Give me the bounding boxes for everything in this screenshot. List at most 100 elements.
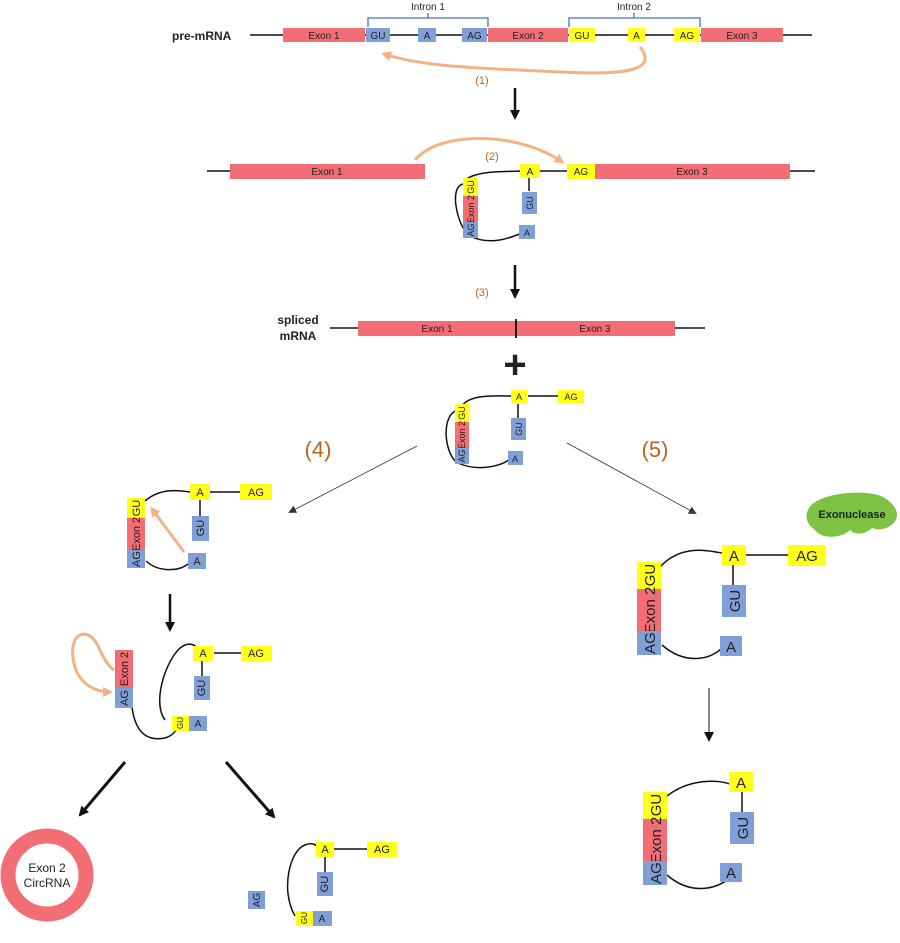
intron2-a: [628, 28, 645, 42]
pre-mrna-row: pre-mRNA Exon 1 GU A AG Exon 2 GU A AG E…: [172, 2, 812, 87]
step4-label: (4): [305, 437, 332, 462]
mrna-label: mRNA: [280, 329, 317, 343]
left1-gu-2-label: GU: [195, 520, 207, 537]
left1-gu-2: [192, 516, 209, 541]
released-a-top-label: A: [516, 392, 522, 402]
intron2-ag: [674, 28, 700, 42]
right2-gu-2: [730, 812, 754, 844]
right-lariat-2: GU Exon 2 AG A GU A: [643, 772, 754, 890]
right1-exon2: [637, 589, 661, 631]
released-gu: [455, 404, 469, 422]
residual-ag-end-label: AG: [374, 844, 390, 856]
lariat-gu: [463, 178, 478, 196]
intron1-gu-label: GU: [371, 31, 386, 42]
lariat-a-bottom: [519, 225, 535, 239]
right2-gu-label: GU: [648, 794, 665, 817]
right-lariat-1: GU Exon 2 AG A AG GU A: [637, 545, 826, 660]
residual-gu-2: [317, 872, 333, 896]
left1-a-top: [190, 484, 210, 500]
exon3-block: [701, 28, 783, 42]
exon1-label: Exon 1: [308, 31, 340, 42]
residual-gu-label: GU: [300, 912, 309, 924]
exon1-block-2: [230, 164, 425, 179]
right1-gu-2: [722, 585, 746, 617]
lariat-top-line: [464, 170, 521, 181]
left1-exon2-label: Exon 2: [131, 517, 143, 551]
released-exon2: [455, 422, 469, 448]
right1-ag: [637, 631, 661, 655]
left1-ag-label: AG: [131, 551, 143, 567]
residual-a-top-label: A: [321, 844, 329, 856]
left2-a-bottom: [189, 716, 207, 731]
exon2-label: Exon 2: [512, 31, 544, 42]
lariat-exon2: [463, 196, 478, 222]
intron1-ag: [462, 28, 487, 42]
right1-a-bottom: [720, 636, 742, 656]
lariat-intermediate: Exon 1 A AG Exon 3 GU Exon 2 AG GU A (2): [207, 137, 815, 242]
released-top-line: [461, 395, 512, 407]
right1-ag-end: [788, 545, 826, 566]
residual-ag: [248, 891, 265, 909]
plus-sign: +: [503, 343, 526, 387]
spliced-mrna-row: spliced mRNA Exon 1 Exon 3: [277, 313, 705, 343]
right1-a-top: [722, 545, 746, 565]
step1-label: (1): [475, 75, 488, 87]
intron2-gu-label: GU: [575, 31, 590, 42]
exon3-label: Exon 3: [726, 31, 758, 42]
residual-a-bottom: [313, 911, 332, 926]
left-lariat-1: GU Exon 2 AG A AG GU A: [127, 484, 272, 571]
step5-label: (5): [642, 437, 669, 462]
right2-a-top-label: A: [736, 775, 746, 792]
right2-gu-2-label: GU: [735, 817, 752, 840]
left2-gu-2-label: GU: [196, 680, 208, 697]
branch-arrow-right: [566, 442, 697, 514]
left2-gu-label: GU: [176, 717, 185, 729]
left1-ag: [127, 550, 145, 568]
intron2-gu: [569, 28, 595, 42]
exonuclease-group: Exonuclease: [806, 492, 897, 537]
left2-loop: [159, 643, 197, 721]
released-ag-label: AG: [457, 449, 467, 462]
left2-ag-label: AG: [119, 690, 131, 706]
exon3-label-2: Exon 3: [676, 167, 708, 178]
released-a-top: [511, 390, 527, 403]
ag-site-2-label: AG: [574, 167, 589, 178]
left1-top-line: [144, 489, 191, 502]
left1-a-bottom-label: A: [193, 556, 201, 568]
lariat-a-bottom-label: A: [524, 228, 530, 238]
intron1-label: Intron 1: [411, 2, 445, 13]
circrna-line1: Exon 2: [28, 861, 66, 875]
left1-a-bottom: [188, 553, 206, 569]
left2-a-bottom-label: A: [195, 719, 202, 730]
right2-exon2: [643, 819, 667, 861]
right1-gu-label: GU: [642, 564, 659, 587]
lariat-gu-2-label: GU: [525, 196, 535, 210]
released-gu-label: GU: [457, 406, 467, 420]
lariat-ag-label: AG: [466, 223, 476, 236]
step3-label: (3): [475, 287, 488, 299]
lariat-a-top-label: A: [527, 167, 534, 178]
lariat-ag: [463, 222, 478, 238]
intron1-a-label: A: [424, 31, 431, 42]
left1-ag-end: [240, 484, 272, 500]
intron1-gu: [366, 28, 390, 42]
right1-a-bottom-label: A: [726, 639, 736, 656]
released-gu-2: [511, 418, 526, 440]
residual-loop: [286, 843, 319, 917]
right1-bottom-line: [661, 644, 723, 660]
intron1-bracket: [367, 13, 489, 27]
spliced-exon1-label: Exon 1: [421, 324, 453, 335]
right1-ag-label: AG: [642, 632, 659, 654]
residual-gu-2-label: GU: [319, 876, 331, 893]
exon2-block: [488, 28, 568, 42]
intron2-a-label: A: [633, 31, 640, 42]
left2-exon2: [115, 650, 133, 688]
right2-ag: [643, 861, 667, 885]
step2-label: (2): [485, 151, 498, 163]
residual-ag-label: AG: [252, 893, 263, 908]
exonuclease-shape: [806, 492, 897, 537]
left1-bottom-line: [145, 560, 189, 571]
lariat-gu-label: GU: [466, 180, 476, 194]
right2-ag-label: AG: [648, 862, 665, 884]
arrow-to-residual-lariat: [224, 761, 276, 819]
